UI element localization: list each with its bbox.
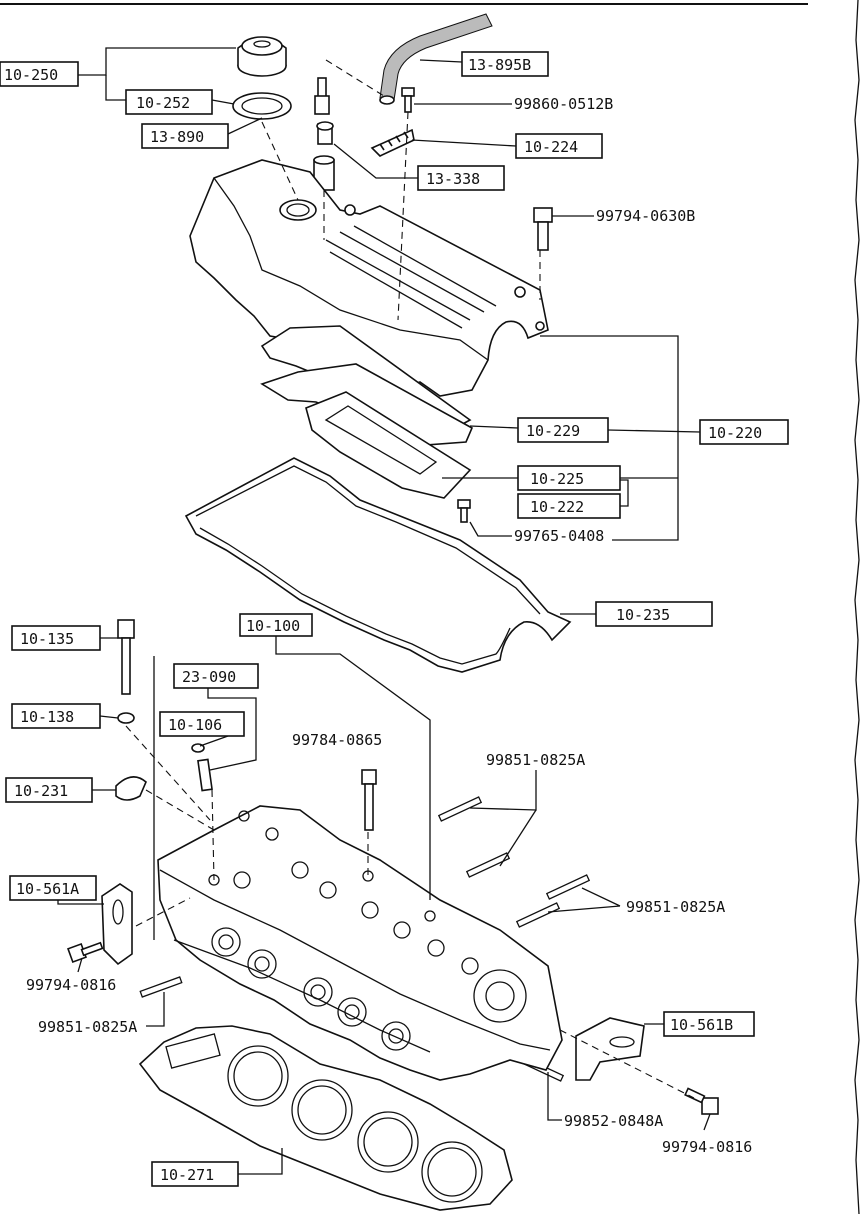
pcv-hose [379,13,493,101]
pcv-nipple [314,77,330,115]
label-99851-0825A-left: 99851-0825A [38,1018,137,1036]
labels: 10-250 10-252 13-890 13-895B 99860-0512B… [0,51,789,1187]
label-10-561B: 10-561B [670,1016,733,1034]
bolt-99784 [361,769,377,831]
oil-filler-cap [237,36,287,77]
head-bolt-10-135 [117,619,135,695]
label-13-890: 13-890 [150,128,204,146]
label-10-220: 10-220 [708,424,762,442]
label-13-338: 13-338 [426,170,480,188]
valve-guide [191,743,213,792]
baffle-plate [370,128,415,157]
head-gasket [138,1025,513,1211]
label-99765-0408: 99765-0408 [514,527,604,545]
label-10-252: 10-252 [136,94,190,112]
plug-10-231 [115,776,147,801]
leader-lines [57,47,711,1175]
cover-bolt-99794-0630 [533,207,553,251]
label-10-229: 10-229 [526,422,580,440]
label-99851-0825A-top: 99851-0825A [486,751,585,769]
label-99794-0816-left: 99794-0816 [26,976,116,994]
washer-10-138 [117,712,135,724]
bolt-99794-0816-right [684,1087,719,1115]
pcv-valve [313,121,335,191]
cylinder-head [157,805,563,1081]
label-10-138: 10-138 [20,708,74,726]
label-99794-0630B: 99794-0630B [596,207,695,225]
label-99794-0816-right: 99794-0816 [662,1138,752,1156]
label-10-235: 10-235 [616,606,670,624]
label-10-135: 10-135 [20,630,74,648]
cover-gasket-10-235 [184,457,572,673]
label-10-231: 10-231 [14,782,68,800]
label-10-271: 10-271 [160,1166,214,1184]
bracket-10-561B [575,1017,645,1081]
cover-gasket-inner [260,325,474,499]
small-bolt-99860 [401,87,415,113]
label-10-224: 10-224 [524,138,578,156]
cap-gasket [232,92,292,120]
label-10-106: 10-106 [168,716,222,734]
label-23-090: 23-090 [182,668,236,686]
label-10-222: 10-222 [530,498,584,516]
screw-99765 [457,499,471,523]
label-99851-0825A-right: 99851-0825A [626,898,725,916]
label-13-895B: 13-895B [468,56,531,74]
bolt-99794-0816-left [67,941,104,963]
label-10-561A: 10-561A [16,880,79,898]
label-99860-0512B: 99860-0512B [514,95,613,113]
label-99852-0848A: 99852-0848A [564,1112,663,1130]
label-99784-0865: 99784-0865 [292,731,382,749]
label-10-225: 10-225 [530,470,584,488]
label-10-250: 10-250 [4,66,58,84]
torn-right-edge [854,0,860,1214]
alignment-lines [125,59,695,1099]
label-10-100: 10-100 [246,617,300,635]
